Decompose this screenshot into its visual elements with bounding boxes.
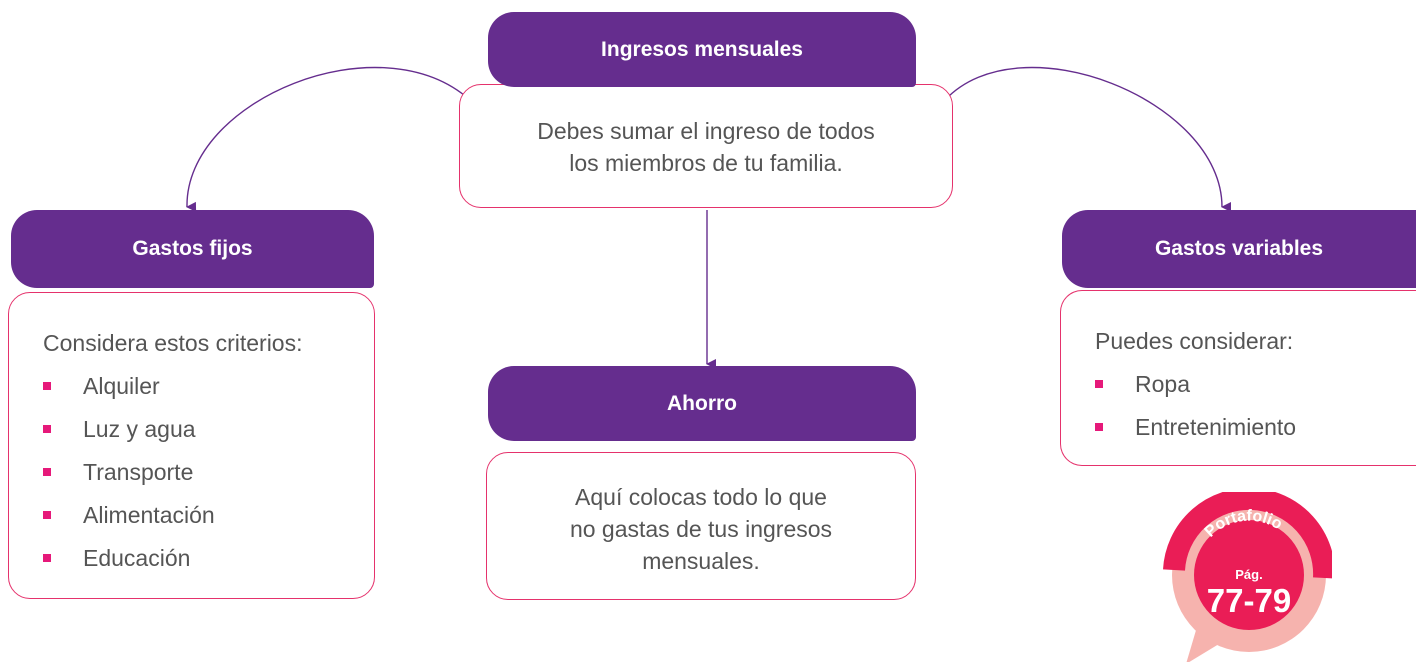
list-item: Alimentación	[43, 494, 374, 537]
badge-pages: 77-79	[1207, 582, 1291, 619]
ahorro-description-line-1: Aquí colocas todo lo que	[575, 484, 827, 510]
list-item: Entretenimiento	[1095, 406, 1416, 449]
ingresos-header: Ingresos mensuales	[488, 12, 916, 87]
ahorro-description-line-2: no gastas de tus ingresos	[569, 516, 833, 542]
gastos-fijos-title: Gastos fijos	[132, 237, 253, 260]
list-item: Educación	[43, 537, 374, 580]
list-item: Luz y agua	[43, 408, 374, 451]
gastos-variables-list: Ropa Entretenimiento	[1095, 363, 1416, 449]
ingresos-title: Ingresos mensuales	[601, 37, 803, 61]
gastos-variables-box: Puedes considerar: Ropa Entretenimiento	[1060, 290, 1416, 466]
list-item: Transporte	[43, 451, 374, 494]
gastos-fijos-list: Alquiler Luz y agua Transporte Alimentac…	[43, 365, 374, 580]
list-item: Alquiler	[43, 365, 374, 408]
ingresos-description-line-2: los miembros de tu familia.	[569, 150, 843, 176]
portafolio-badge: Portafolio Pág. 77-79	[1163, 492, 1332, 662]
gastos-variables-header: Gastos variables	[1062, 210, 1416, 288]
gastos-fijos-intro: Considera estos criterios:	[43, 330, 303, 356]
badge-page-prefix: Pág.	[1235, 567, 1262, 582]
gastos-variables-intro: Puedes considerar:	[1095, 328, 1294, 354]
arrow-to-gastos-variables	[944, 66, 1232, 212]
arrow-to-gastos-fijos	[186, 66, 471, 212]
gastos-fijos-box: Considera estos criterios: Alquiler Luz …	[8, 292, 375, 599]
ahorro-title: Ahorro	[667, 391, 737, 415]
gastos-variables-title: Gastos variables	[1154, 237, 1324, 260]
gastos-fijos-header: Gastos fijos	[11, 210, 374, 288]
ahorro-description-box: Aquí colocas todo lo que no gastas de tu…	[486, 452, 916, 600]
ingresos-description-line-1: Debes sumar el ingreso de todos	[537, 118, 875, 144]
badge-ring-arc	[1163, 492, 1332, 579]
list-item: Ropa	[1095, 363, 1416, 406]
ingresos-description-box: Debes sumar el ingreso de todos los miem…	[459, 84, 953, 208]
ahorro-description-line-3: mensuales.	[642, 548, 760, 574]
ahorro-header: Ahorro	[488, 366, 916, 441]
badge-inner	[1194, 520, 1304, 630]
